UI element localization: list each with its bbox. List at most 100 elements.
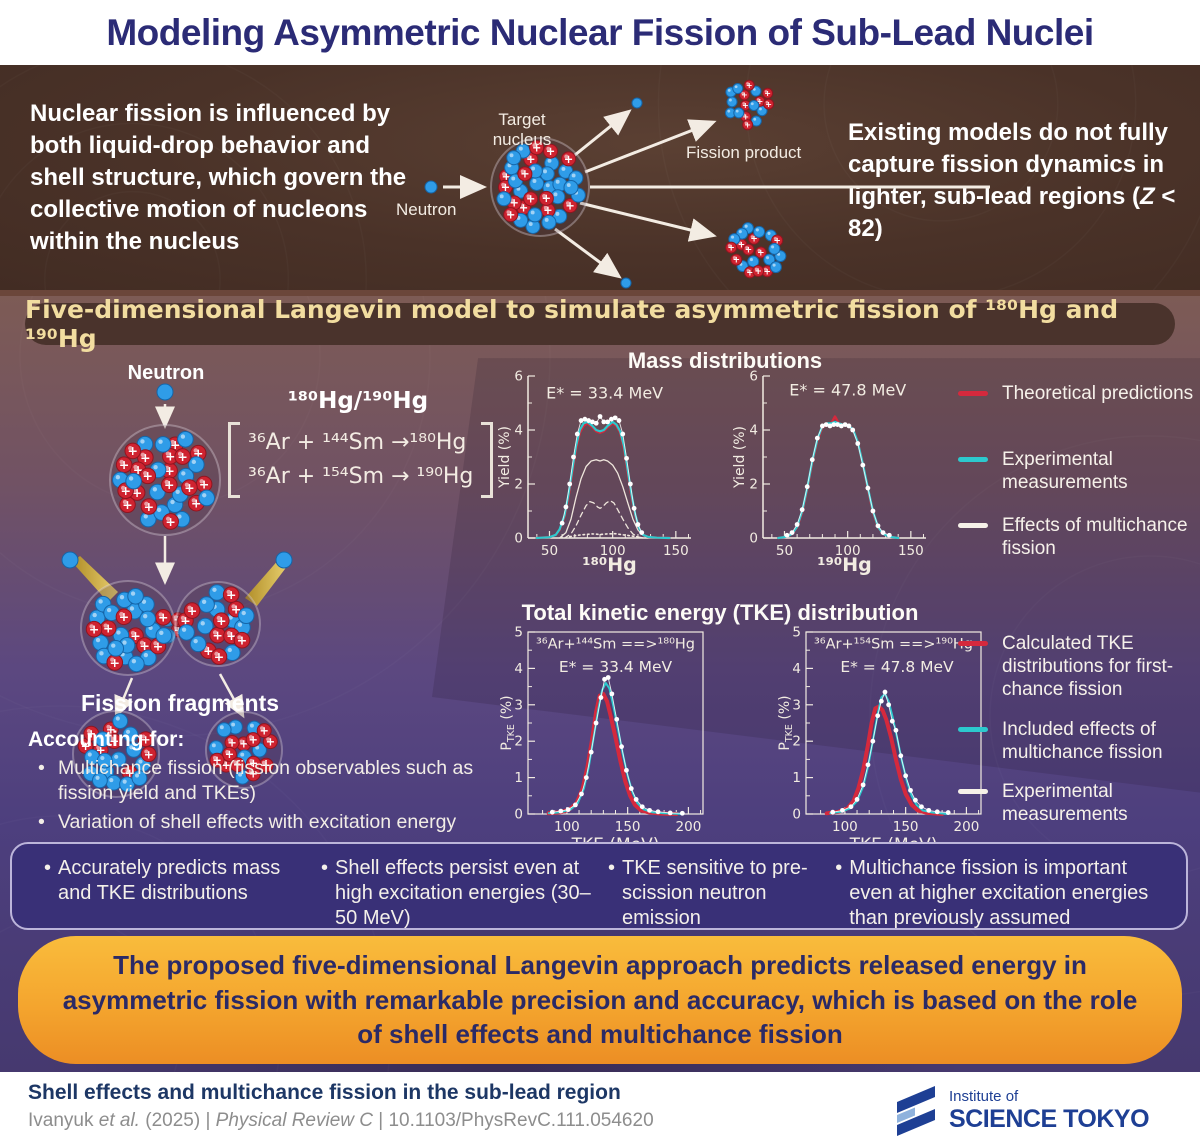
svg-text:100: 100 xyxy=(600,543,626,559)
svg-text:+: + xyxy=(139,638,149,653)
svg-text:E* = 33.4 MeV: E* = 33.4 MeV xyxy=(546,384,663,403)
scission-neutron-right xyxy=(275,551,293,569)
svg-text:+: + xyxy=(764,89,771,98)
svg-text:+: + xyxy=(237,632,247,647)
svg-text:4: 4 xyxy=(514,423,523,439)
svg-text:+: + xyxy=(199,476,209,491)
svg-text:+: + xyxy=(757,97,764,106)
svg-text:+: + xyxy=(106,723,116,737)
svg-text:+: + xyxy=(119,457,129,472)
incoming-neutron-ball xyxy=(156,383,174,401)
svg-text:+: + xyxy=(103,621,113,636)
svg-text:+: + xyxy=(191,495,201,510)
legend-swatch xyxy=(958,727,988,732)
svg-text:+: + xyxy=(754,267,761,277)
accounting-list: Multichance fission (fission observables… xyxy=(34,756,502,839)
compound-nucleus-graphic: +++++++++++++++++++ xyxy=(109,424,221,536)
svg-text:+: + xyxy=(174,624,183,637)
legend-label: Calculated TKE distributions for first-c… xyxy=(1002,633,1174,701)
legend-theoretical: Theoretical predictions xyxy=(958,382,1194,405)
svg-text:6: 6 xyxy=(514,370,523,385)
svg-text:+: + xyxy=(143,468,153,483)
svg-text:+: + xyxy=(164,477,174,492)
findings-box: Accurately predicts mass and TKE distrib… xyxy=(10,842,1188,930)
svg-text:+: + xyxy=(128,443,138,458)
svg-text:+: + xyxy=(502,170,511,183)
target-nucleus-label: Target nucleus xyxy=(492,110,552,149)
fission-product-1-graphic: ++++++++ xyxy=(724,79,775,131)
svg-text:1: 1 xyxy=(514,770,523,786)
legend-multichance: Effects of multichance fission xyxy=(958,514,1194,560)
neutron-label-2: Neutron xyxy=(127,362,205,384)
svg-text:+: + xyxy=(89,621,99,636)
svg-text:+: + xyxy=(520,168,529,181)
svg-text:+: + xyxy=(216,613,226,628)
svg-text:+: + xyxy=(140,450,150,465)
accounting-item: Variation of shell effects with excitati… xyxy=(34,810,502,835)
svg-text:+: + xyxy=(133,462,143,477)
svg-text:+: + xyxy=(738,241,745,251)
scission-neutron-left xyxy=(61,551,79,569)
svg-text:Yield (%): Yield (%) xyxy=(733,426,748,489)
svg-text:+: + xyxy=(542,192,551,205)
svg-text:100: 100 xyxy=(554,819,580,835)
svg-text:+: + xyxy=(519,201,528,214)
svg-text:0: 0 xyxy=(749,531,758,547)
fission-product-label: Fission product xyxy=(686,143,802,162)
svg-text:2: 2 xyxy=(792,734,801,750)
svg-text:3: 3 xyxy=(792,697,801,713)
svg-text:+: + xyxy=(180,613,190,628)
intro-right-text: Existing models do not fully capture fis… xyxy=(848,119,1176,242)
svg-text:+: + xyxy=(153,638,163,653)
svg-text:+: + xyxy=(184,480,194,495)
svg-text:6: 6 xyxy=(749,370,758,385)
svg-text:+: + xyxy=(122,497,132,512)
svg-text:+: + xyxy=(728,244,735,254)
svg-text:+: + xyxy=(170,437,180,452)
logo-line1: Institute of xyxy=(949,1088,1019,1105)
svg-text:PTKE (%): PTKE (%) xyxy=(778,695,795,750)
svg-text:200: 200 xyxy=(954,819,980,835)
svg-text:+: + xyxy=(144,747,154,761)
neutron-streak-right xyxy=(245,558,288,606)
svg-text:¹⁹⁰Hg: ¹⁹⁰Hg xyxy=(817,554,871,575)
langevin-fission-diagram: +++++++++++++++++++ ++ ++++++++ ++++++++… xyxy=(61,383,293,798)
svg-text:E* = 47.8 MeV: E* = 47.8 MeV xyxy=(789,380,906,399)
svg-text:+: + xyxy=(203,643,213,658)
svg-text:2: 2 xyxy=(749,477,758,493)
tke-chart-180hg: 100150200012345TKE (MeV)PTKE (%)³⁶Ar+¹⁴⁴… xyxy=(500,625,704,854)
legend-calculated-tke: Calculated TKE distributions for first-c… xyxy=(958,632,1194,702)
reaction-1: ³⁶Ar + ¹⁴⁴Sm →¹⁸⁰Hg xyxy=(248,430,467,455)
svg-text:+: + xyxy=(565,199,574,212)
fission-product-2-graphic: ++++++++++ xyxy=(725,222,787,278)
svg-text:+: + xyxy=(773,236,780,246)
legend-swatch xyxy=(958,523,988,528)
svg-text:+: + xyxy=(742,112,749,121)
legend-included-effects: Included effects of multichance fission xyxy=(958,718,1194,764)
z-symbol: Z xyxy=(1140,182,1155,210)
mass-distributions-title: Mass distributions xyxy=(627,348,823,373)
legend-swatch xyxy=(958,457,988,462)
scission-right-lobe-graphic: ++++++++++ xyxy=(175,581,261,667)
svg-text:+: + xyxy=(165,449,175,464)
svg-text:+: + xyxy=(764,267,771,277)
svg-text:+: + xyxy=(543,204,552,217)
svg-text:+: + xyxy=(158,610,168,625)
svg-text:2: 2 xyxy=(514,477,523,493)
intro-section: Nuclear fission is influenced by both li… xyxy=(0,65,1200,296)
svg-text:+: + xyxy=(96,743,106,757)
svg-text:150: 150 xyxy=(615,819,641,835)
svg-text:+: + xyxy=(214,649,224,664)
neutron-streak-left xyxy=(72,556,118,602)
finding-item: TKE sensitive to pre-scission neutron em… xyxy=(606,856,833,929)
model-section: Five-dimensional Langevin model to simul… xyxy=(0,295,1200,1072)
svg-text:+: + xyxy=(164,463,174,478)
svg-text:+: + xyxy=(212,627,222,642)
svg-text:+: + xyxy=(745,246,752,256)
model-banner: Five-dimensional Langevin model to simul… xyxy=(25,295,1175,353)
finding-item: Shell effects persist even at high excit… xyxy=(319,856,606,929)
svg-text:+: + xyxy=(501,181,510,194)
